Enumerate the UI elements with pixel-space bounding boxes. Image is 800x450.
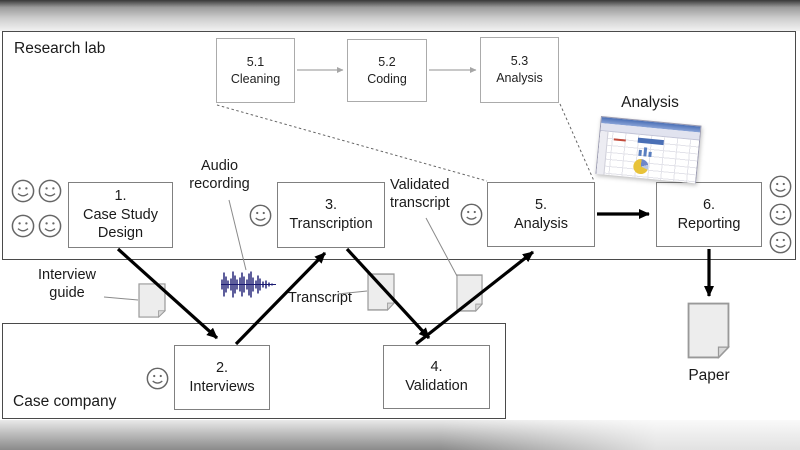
label-validated-transcript: Validated transcript (390, 177, 450, 212)
smiley-icon (38, 179, 62, 203)
analysis-spreadsheet-screenshot (595, 116, 702, 184)
smiley-icon (769, 203, 792, 226)
process-box-5-analysis: 5. Analysis (487, 182, 595, 247)
subprocess-box-5-3: 5.3 Analysis (480, 37, 559, 103)
document-icon-paper (687, 302, 730, 359)
smiley-icon (38, 214, 62, 238)
top-letterbox-bar (0, 0, 800, 31)
smiley-icon (769, 231, 792, 254)
spreadsheet-red-text (613, 138, 626, 142)
document-icon-validated-transcript (456, 274, 483, 312)
lane-label-research-lab: Research lab (14, 40, 106, 57)
process-box-6-reporting: 6. Reporting (656, 182, 762, 247)
label-audio-recording: Audio recording (189, 158, 250, 193)
smiley-icon (11, 179, 35, 203)
label-analysis-tool: Analysis (621, 94, 679, 111)
label-paper: Paper (688, 367, 730, 384)
process-box-1-case-study-design: 1. Case Study Design (68, 182, 173, 248)
spreadsheet-selection (637, 137, 664, 146)
smiley-icon (769, 175, 792, 198)
smiley-icon (460, 203, 483, 226)
lane-label-case-company: Case company (13, 393, 117, 410)
spreadsheet-pie-chart (632, 158, 650, 175)
spreadsheet-row-header (596, 131, 609, 175)
process-box-4-validation: 4. Validation (383, 345, 490, 409)
bottom-letterbox-bar (0, 420, 800, 450)
subprocess-box-5-1: 5.1 Cleaning (216, 38, 295, 103)
smiley-icon (146, 367, 169, 390)
document-icon-transcript (367, 273, 395, 311)
label-transcript: Transcript (288, 290, 352, 306)
subprocess-box-5-2: 5.2 Coding (347, 39, 427, 102)
audio-waveform-icon (220, 268, 278, 301)
document-icon-interview-guide (138, 283, 166, 318)
smiley-icon (11, 214, 35, 238)
label-interview-guide: Interview guide (37, 267, 97, 302)
process-box-2-interviews: 2. Interviews (174, 345, 270, 410)
spreadsheet-bar-chart (638, 147, 652, 158)
smiley-icon (249, 204, 272, 227)
process-box-3-transcription: 3. Transcription (277, 182, 385, 248)
